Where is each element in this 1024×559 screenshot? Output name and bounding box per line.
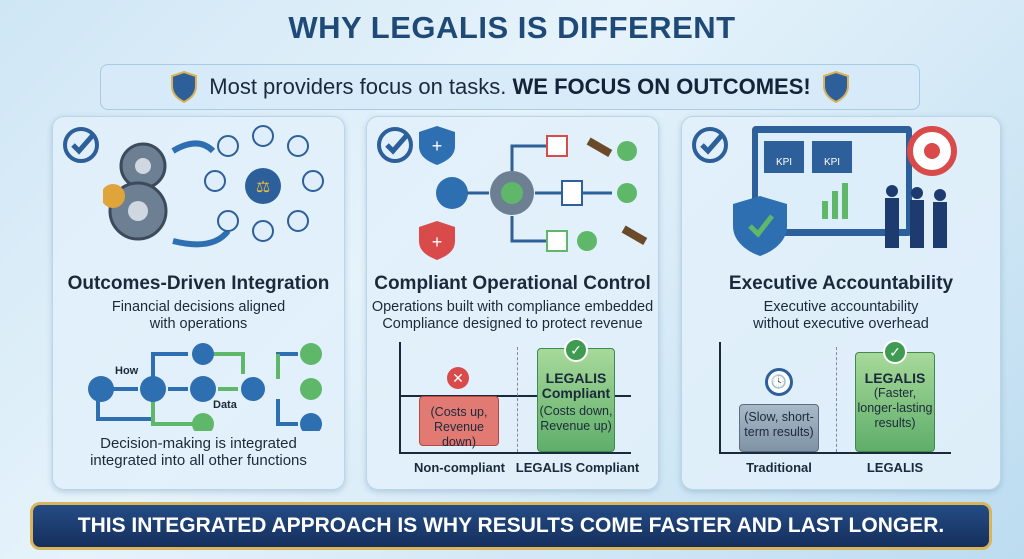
baseline xyxy=(399,395,631,397)
gears-network-illustration: ⚖ xyxy=(103,125,324,248)
y-axis xyxy=(399,342,401,454)
desc-line: without executive overhead xyxy=(753,316,929,332)
check-circle-icon xyxy=(692,127,728,163)
subtitle-normal: Most providers focus on tasks. xyxy=(209,74,507,99)
decision-flow-diagram xyxy=(88,343,322,431)
desc-line: Compliance designed to protect revenue xyxy=(382,316,643,332)
desc-line: Financial decisions aligned xyxy=(111,299,286,315)
bar-title: LEGALIS Compliant xyxy=(541,370,611,401)
bar-text: (Faster, longer-lasting results) xyxy=(857,386,933,430)
bar-label: LEGALIS Compliant xyxy=(515,460,640,475)
footer-line: integrated into all other functions xyxy=(90,452,307,469)
card-compliant-operational-control: + + Compliant Operational Control Operat… xyxy=(366,116,659,490)
desc-line: Executive accountability xyxy=(763,299,919,315)
bar-label: Non-compliant xyxy=(414,460,505,475)
desc-line: with operations xyxy=(149,316,248,332)
bar-legalis: LEGALIS (Faster, longer-lasting results) xyxy=(855,352,935,452)
svg-text:+: + xyxy=(432,232,443,252)
check-badge-icon: ✓ xyxy=(564,338,588,362)
divider xyxy=(517,347,518,452)
card-description: Operations built with compliance embedde… xyxy=(367,299,658,333)
footer-line: Decision-making is integrated xyxy=(100,435,297,452)
kpi-label: KPI xyxy=(776,157,792,168)
check-circle-icon xyxy=(63,127,99,163)
compliance-comparison-chart: (Costs up, Revenue down) ✕ LEGALIS Compl… xyxy=(367,338,658,482)
card-heading: Compliant Operational Control xyxy=(374,273,651,294)
clock-icon: 🕓 xyxy=(765,368,793,396)
bar-label: Traditional xyxy=(746,460,812,475)
page-title: WHY LEGALIS IS DIFFERENT xyxy=(288,10,736,45)
bar-traditional: (Slow, short-term results) xyxy=(739,404,819,452)
bar-legalis-compliant: LEGALIS Compliant (Costs down, Revenue u… xyxy=(537,348,615,452)
x-axis xyxy=(399,452,631,454)
x-axis xyxy=(719,452,951,454)
results-comparison-chart: 🕓 (Slow, short-term results) LEGALIS (Fa… xyxy=(682,340,1000,482)
bar-label: LEGALIS xyxy=(866,460,924,475)
divider xyxy=(836,347,837,452)
card-executive-accountability: KPI KPI Executive Accountability Executi… xyxy=(681,116,1001,490)
x-circle-icon: ✕ xyxy=(447,367,469,389)
bar-title: LEGALIS xyxy=(864,370,926,386)
kpi-label: KPI xyxy=(824,157,840,168)
card-heading: Outcomes-Driven Integration xyxy=(67,273,330,294)
subtitle-banner: Most providers focus on tasks. WE FOCUS … xyxy=(100,64,920,110)
y-axis xyxy=(719,342,721,454)
compliance-flow-illustration: + + xyxy=(419,126,648,260)
flow-label-data: Data xyxy=(213,399,237,411)
svg-text:⚖: ⚖ xyxy=(256,179,270,196)
bar-non-compliant: (Costs up, Revenue down) xyxy=(419,396,499,449)
check-circle-icon xyxy=(377,127,413,163)
flow-label-how: How xyxy=(115,365,139,377)
shield-icon xyxy=(822,71,849,103)
bottom-banner: THIS INTEGRATED APPROACH IS WHY RESULTS … xyxy=(30,502,992,550)
desc-line: Operations built with compliance embedde… xyxy=(371,299,654,315)
kpi-dashboard-illustration: KPI KPI xyxy=(733,126,957,256)
card-outcomes-driven-integration: ⚖ Outcomes-Driven Integration Financial … xyxy=(52,116,345,490)
svg-text:+: + xyxy=(432,136,443,156)
card-heading: Executive Accountability xyxy=(728,273,954,294)
check-badge-icon: ✓ xyxy=(883,340,907,364)
bar-text: (Costs down, Revenue up) xyxy=(539,404,613,433)
shield-icon xyxy=(171,71,198,103)
subtitle-bold: WE FOCUS ON OUTCOMES! xyxy=(512,74,811,99)
